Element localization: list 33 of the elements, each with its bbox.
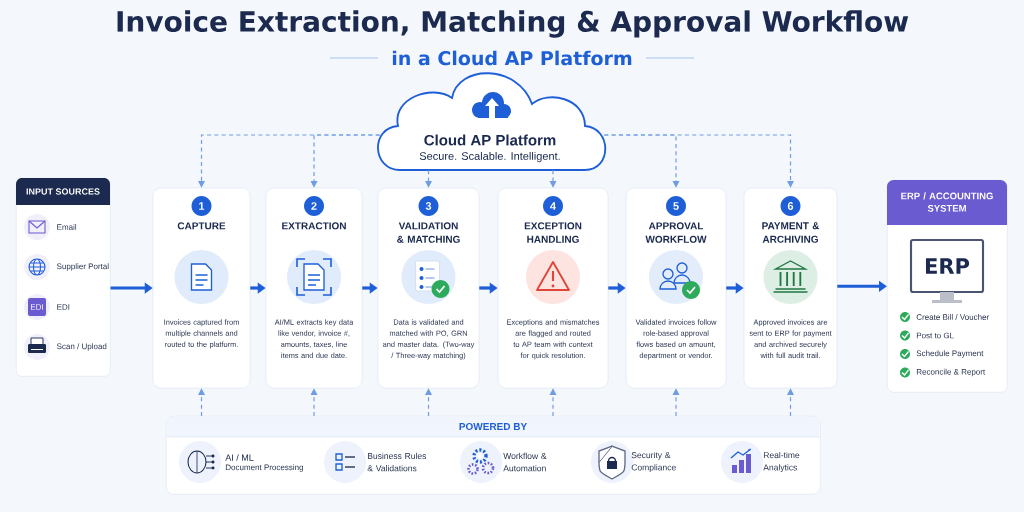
checklist-item: Create Bill / Voucher xyxy=(916,314,990,320)
source-label: EDI xyxy=(57,304,70,310)
step-number: 5 xyxy=(666,196,686,216)
step-title: APPROVAL WORKFLOW xyxy=(645,222,707,243)
feature-label: Real-time Analytics xyxy=(763,451,800,473)
cloud-title: Cloud AP Platform xyxy=(424,134,556,146)
step-number: 1 xyxy=(191,196,212,216)
step-number: 2 xyxy=(304,196,324,216)
feature-label: Security & Compliance xyxy=(631,451,676,473)
panel-header: POWERED BY xyxy=(166,416,820,438)
checklist-item: Post to GL xyxy=(916,332,954,339)
source-label: Supplier Portal xyxy=(56,263,109,271)
checklist-item: Reconcile & Report xyxy=(916,368,986,377)
feature-label: Business Rules & Validations xyxy=(367,452,427,472)
step-title: CAPTURE xyxy=(177,222,226,230)
step-title: EXTRACTION xyxy=(282,222,346,230)
step-title: VALIDATION & MATCHING xyxy=(397,222,460,243)
step-title: PAYMENT & ARCHIVING xyxy=(762,222,820,243)
step-number: 4 xyxy=(543,196,563,216)
source-label: Email xyxy=(57,224,77,230)
checklist-item: Schedule Payment xyxy=(916,350,984,358)
step-title: EXCEPTION HANDLING xyxy=(524,222,582,243)
feature-heading: AI / ML xyxy=(225,454,254,461)
title: Invoice Extraction, Matching & Approval Workflow xyxy=(117,10,909,38)
feature-label: Document Processing xyxy=(225,464,303,472)
step-number: 6 xyxy=(780,196,801,216)
panel-header: INPUT SOURCES xyxy=(16,178,110,205)
feature-label: Workflow & Automation xyxy=(503,452,547,472)
panel-header: ERP / ACCOUNTING SYSTEM xyxy=(887,180,1007,225)
cloud-subtitle: Secure. Scalable. Intelligent. xyxy=(419,151,560,163)
step-number: 3 xyxy=(418,196,439,216)
monitor-drawing: ERP xyxy=(909,238,985,303)
source-label: Scan / Upload xyxy=(56,343,107,351)
